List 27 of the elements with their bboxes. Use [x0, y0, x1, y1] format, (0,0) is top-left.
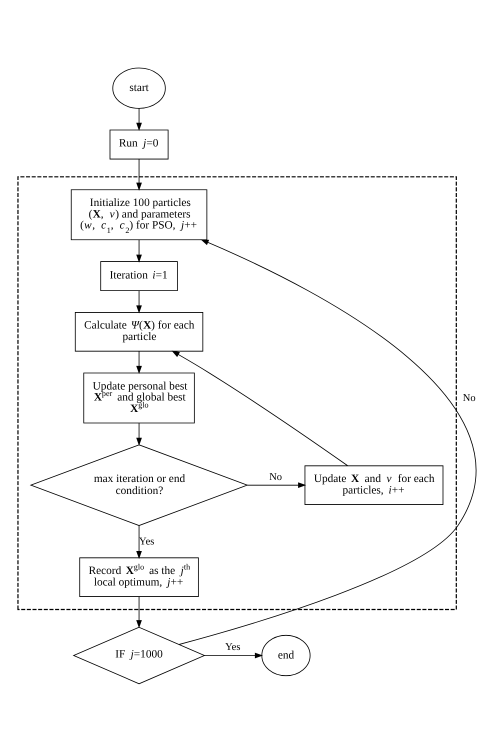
node-box: Update X and v for each particles, i++: [304, 464, 444, 504]
arrow: [136, 290, 142, 313]
arrow: [136, 238, 142, 262]
arrow: [136, 422, 142, 446]
cluster: [17, 176, 457, 610]
arrow: [136, 596, 142, 628]
node-box: Record X$^{glo}$ as the j$^{th}$ local optimum, j++: [79, 556, 199, 596]
arrow: [178, 238, 476, 644]
arrow: [136, 158, 142, 190]
arrow: [136, 108, 142, 130]
node-ellipse: start: [112, 67, 166, 108]
edge-label: Yes: [225, 642, 240, 653]
arrow: [136, 350, 142, 374]
node-box: Run j=0: [110, 129, 169, 159]
node-ellipse: end: [261, 634, 311, 676]
node-diamond: IF j=1000: [72, 626, 206, 684]
arrow: [246, 482, 306, 488]
arrow: [172, 350, 348, 466]
edge-label: No: [269, 471, 282, 482]
node-box: Calculate Ψ(X) for each particle: [74, 312, 204, 352]
arrow: [136, 524, 142, 559]
edge-label: No: [462, 392, 476, 404]
node-box: Iteration i=1: [100, 260, 178, 291]
node-box: Update personal best X$^{per}$ and global best X$^{glo}$: [83, 372, 195, 423]
arrow: [204, 652, 263, 658]
node-diamond: max iteration or end condition?: [30, 444, 248, 526]
node-box: Initialize 100 particles (X, v) and parameters (w, c$_{1}$, c$_{2}$) for PSO, j++: [70, 188, 208, 240]
